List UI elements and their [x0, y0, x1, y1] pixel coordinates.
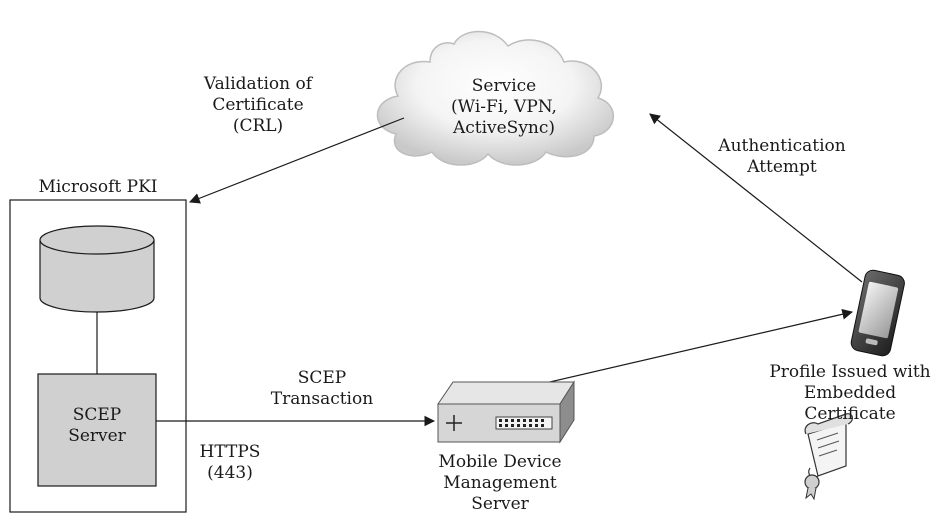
validation-label: Validation of Certificate (CRL): [203, 74, 313, 136]
mdm-server-icon: [437, 380, 575, 444]
scep-server-box: [37, 373, 157, 487]
pki-container: [9, 199, 187, 513]
arrow-validation: [188, 117, 405, 204]
cloud-label: Service (Wi-Fi, VPN, ActiveSync): [451, 76, 557, 138]
arrow-profile: [497, 308, 854, 395]
mdm-label: Mobile Device Management Server: [438, 452, 562, 514]
authentication-label: Authentication Attempt: [718, 136, 846, 177]
profile-label: Profile Issued with Embedded Certificate: [769, 362, 931, 424]
scep-transaction-label: SCEP Transaction: [270, 368, 374, 409]
service-cloud: [376, 30, 615, 166]
pki-title: Microsoft PKI: [38, 177, 158, 197]
smartphone-icon: [850, 269, 905, 357]
scep-server-label: SCEP Server: [68, 405, 126, 446]
arrow-authentication: [649, 113, 863, 283]
database-icon: [39, 225, 155, 313]
https-label: HTTPS (443): [199, 442, 261, 483]
certificate-icon: [804, 413, 854, 501]
